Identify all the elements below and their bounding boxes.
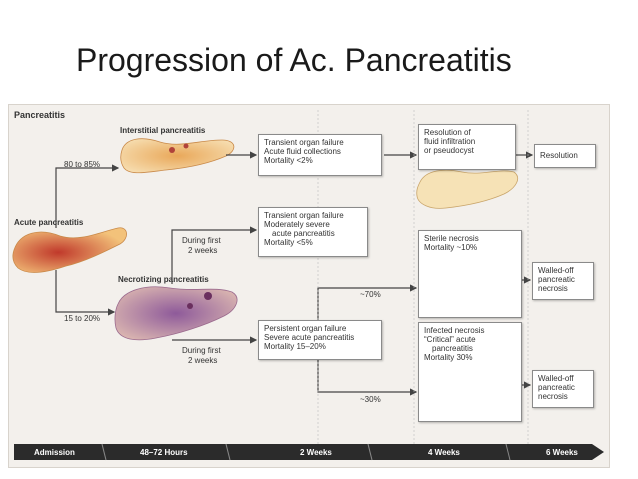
slide-title: Progression of Ac. Pancreatitis xyxy=(76,42,512,78)
box-line: pancreatic xyxy=(538,383,575,392)
interstitial-pancreatitis-label: Interstitial pancreatitis xyxy=(120,126,206,135)
box-line: Severe acute pancreatitis xyxy=(264,333,355,342)
necrotizing-pancreas-image xyxy=(114,286,238,341)
resolution-box: Resolution xyxy=(534,144,596,168)
during-first-weeks: 2 weeks xyxy=(188,246,218,255)
box-line: necrosis xyxy=(538,392,568,401)
during-first-label: During first xyxy=(182,236,221,245)
necrotizing-spot xyxy=(204,292,212,300)
resolution-pancreas-image xyxy=(416,169,518,209)
during-first-label: During first xyxy=(182,346,221,355)
arrow-to-infected xyxy=(317,360,418,396)
box-line: Mortality <2% xyxy=(264,156,313,165)
percent-necrotizing: 15 to 20% xyxy=(64,314,101,323)
timeline-label: 48–72 Hours xyxy=(140,448,188,457)
moderately-severe-box: Transient organ failure Moderately sever… xyxy=(258,207,368,257)
timeline-label: 6 Weeks xyxy=(546,448,578,457)
acute-pancreas-image xyxy=(12,227,127,273)
box-line: pancreatitis xyxy=(432,344,473,353)
box-line: Mortality 30% xyxy=(424,353,473,362)
box-line: Mortality <5% xyxy=(264,238,313,247)
acute-pancreatitis-label: Acute pancreatitis xyxy=(14,218,84,227)
walled-off-necrosis-box: Walled-off pancreatic necrosis xyxy=(532,370,594,408)
transient-organ-failure-box: Transient organ failure Acute fluid coll… xyxy=(258,134,382,176)
box-line: Mortality ~10% xyxy=(424,243,478,252)
box-line: Sterile necrosis xyxy=(424,234,479,243)
interstitial-spot xyxy=(169,147,175,153)
box-line: Resolution xyxy=(540,151,578,160)
timeline-label: 2 Weeks xyxy=(300,448,332,457)
necrotizing-pancreatitis-label: Necrotizing pancreatitis xyxy=(118,275,209,284)
timeline-divider xyxy=(225,443,231,461)
box-line: Transient organ failure xyxy=(264,211,344,220)
timeline-arrow xyxy=(14,444,604,460)
box-line: “Critical” acute xyxy=(424,335,476,344)
infected-necrosis-box: Infected necrosis “Critical” acute pancr… xyxy=(418,322,522,422)
during-first-weeks: 2 weeks xyxy=(188,356,218,365)
interstitial-spot xyxy=(183,143,189,149)
box-line: pancreatic xyxy=(538,275,575,284)
box-line: necrosis xyxy=(538,284,568,293)
resolution-infiltration-box: Resolution of fluid infiltration or pseu… xyxy=(418,124,516,170)
box-line: Moderately severe xyxy=(264,220,330,229)
percent-30: ~30% xyxy=(360,395,381,404)
interstitial-pancreas-image xyxy=(120,138,235,174)
diagram-heading: Pancreatitis xyxy=(14,110,66,120)
box-line: Persistent organ failure xyxy=(264,324,347,333)
walled-off-necrosis-box: Walled-off pancreatic necrosis xyxy=(532,262,594,300)
arrow-to-interstitial xyxy=(55,164,120,228)
percent-70: ~70% xyxy=(360,290,381,299)
box-line: Walled-off xyxy=(538,266,574,275)
box-line: Transient organ failure xyxy=(264,138,344,147)
persistent-organ-failure-box: Persistent organ failure Severe acute pa… xyxy=(258,320,382,360)
timeline-divider xyxy=(505,443,511,461)
percent-interstitial: 80 to 85% xyxy=(64,160,101,169)
box-line: Resolution of xyxy=(424,128,471,137)
box-line: acute pancreatitis xyxy=(272,229,335,238)
box-line: or pseudocyst xyxy=(424,146,474,155)
timeline-divider xyxy=(367,443,373,461)
box-line: Mortality 15–20% xyxy=(264,342,326,351)
box-line: Acute fluid collections xyxy=(264,147,341,156)
timeline-label: Admission xyxy=(34,448,75,457)
box-line: Infected necrosis xyxy=(424,326,485,335)
arrow-necrotizing-to-transient-2 xyxy=(171,226,258,284)
necrotizing-spot xyxy=(187,303,193,309)
box-line: fluid infiltration xyxy=(424,137,476,146)
timeline-divider xyxy=(101,443,107,461)
timeline-label: 4 Weeks xyxy=(428,448,460,457)
sterile-necrosis-box: Sterile necrosis Mortality ~10% xyxy=(418,230,522,318)
box-line: Walled-off xyxy=(538,374,574,383)
arrow-to-necrotizing xyxy=(55,270,116,316)
